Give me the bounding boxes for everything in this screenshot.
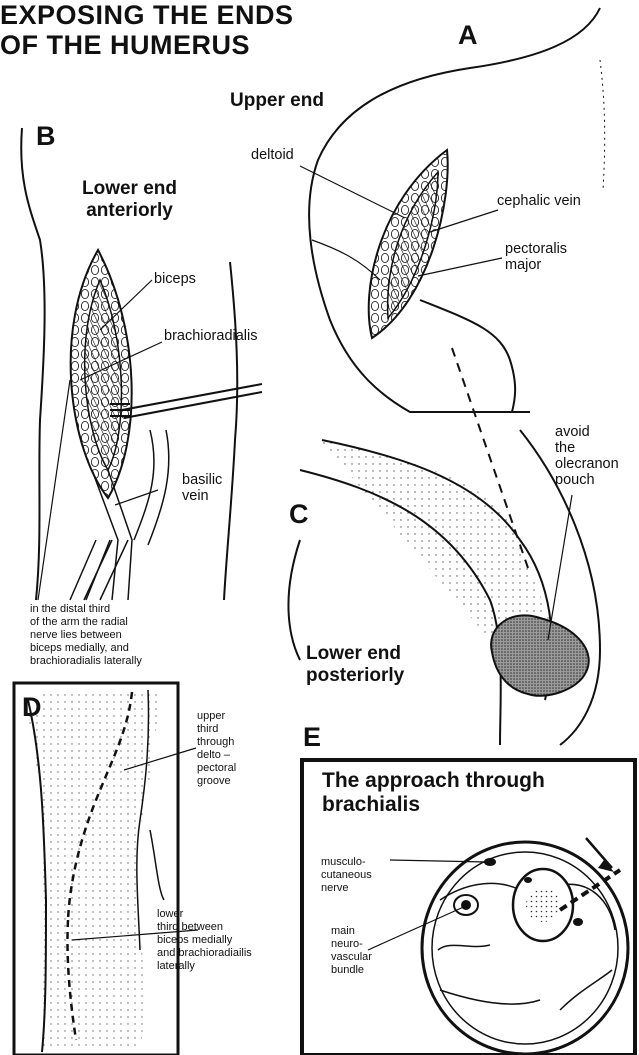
panel-b-retractor xyxy=(110,384,262,418)
panel-c-letter: C xyxy=(289,499,309,530)
figure-title: EXPOSING THE ENDS OF THE HUMERUS xyxy=(0,0,294,60)
panel-a-heading: Upper end xyxy=(230,90,324,112)
label-musculocutaneous-nerve: musculo- cutaneous nerve xyxy=(321,856,372,895)
panel-e-title: The approach through brachialis xyxy=(322,769,545,817)
label-neurovascular-bundle: main neuro- vascular bundle xyxy=(331,925,372,977)
label-lower-third: lower third between biceps medially and … xyxy=(157,908,252,973)
panel-b-heading: Lower end anteriorly xyxy=(82,178,177,222)
panel-e-letter: E xyxy=(303,722,321,753)
label-pectoralis-major: pectoralis major xyxy=(505,241,567,273)
label-cephalic-vein: cephalic vein xyxy=(497,193,581,209)
panel-a-incision xyxy=(369,150,448,338)
panel-b-incision xyxy=(71,250,132,498)
panel-e-cross-section xyxy=(422,838,628,1054)
panel-a-shoulder-drawing xyxy=(309,8,605,412)
figure-title-line-2: OF THE HUMERUS xyxy=(0,30,250,60)
panel-d-letter: D xyxy=(22,692,42,723)
label-brachioradialis: brachioradialis xyxy=(164,328,258,344)
label-biceps: biceps xyxy=(154,271,196,287)
panel-c-heading: Lower end posteriorly xyxy=(306,643,404,687)
label-upper-third: upper third through delto – pectoral gro… xyxy=(197,710,236,788)
figure-title-line-1: EXPOSING THE ENDS xyxy=(0,0,294,30)
panel-d-arm xyxy=(28,690,164,1052)
panel-b-letter: B xyxy=(36,121,56,152)
note-radial-nerve: in the distal third of the arm the radia… xyxy=(30,603,142,668)
label-olecranon-pouch: avoid the olecranon pouch xyxy=(555,424,619,488)
panel-c-leader-line xyxy=(548,495,572,640)
label-basilic-vein: basilic vein xyxy=(182,472,222,504)
panel-a-letter: A xyxy=(458,20,478,51)
label-deltoid: deltoid xyxy=(251,147,294,163)
